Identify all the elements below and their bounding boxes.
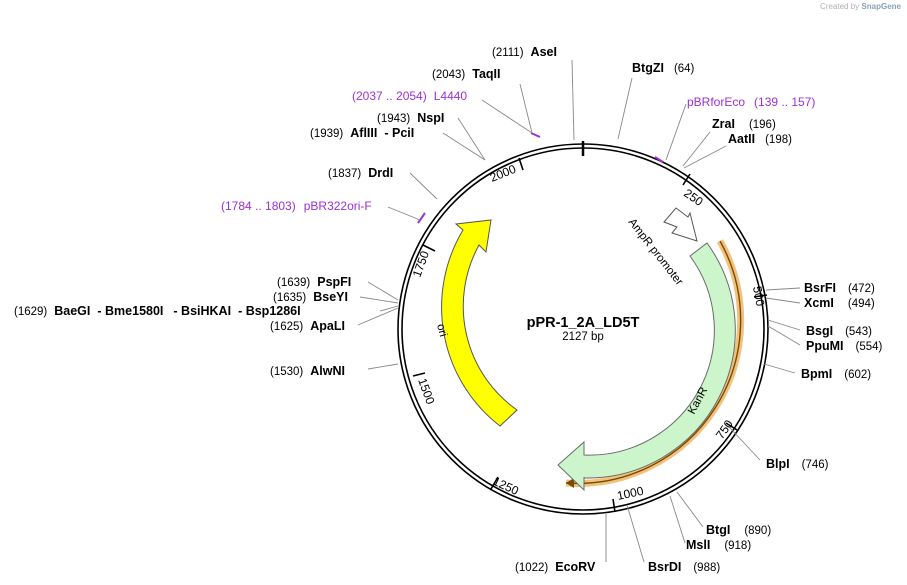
ori-label: ori [434, 323, 449, 338]
ori-arrow [441, 219, 518, 427]
tick-label-1250: 1250 [491, 474, 521, 498]
tick-label-1500: 1500 [415, 376, 437, 406]
snapgene-credit: Created by SnapGene [820, 2, 901, 11]
tick-label-1000: 1000 [616, 484, 645, 503]
site-label-msli: MslI(918) [686, 538, 751, 552]
site-label-bsrfi: BsrFI(472) [804, 281, 875, 295]
kanr-arrow [557, 242, 736, 492]
backbone-ticks [412, 157, 768, 513]
site-label-ppumi: PpuMI(554) [806, 339, 883, 353]
credit-prefix: Created by [820, 2, 860, 11]
site-label-bsrdi: BsrDI(988) [648, 560, 720, 574]
site-label-blpi: BlpI(746) [766, 457, 829, 471]
kanr-highlight-line [565, 240, 742, 485]
site-label-alwni: (1530)AlwNI [270, 364, 345, 378]
primer-label-l4440: (2037 .. 2054)L4440 [352, 89, 467, 103]
site-label-asei: (2111)AseI [492, 45, 557, 59]
primer-label-pbr322ori: (1784 .. 1803)pBR322ori-F [221, 199, 372, 213]
leader-lines [357, 59, 801, 563]
site-label-drdi: (1837)DrdI [328, 166, 393, 180]
tick-label-250: 250 [681, 186, 706, 209]
ampr-promoter-arrow [663, 207, 698, 242]
plasmid-size: 2127 bp [562, 331, 604, 343]
site-label-ecorv: (1022)EcoRV [515, 560, 596, 574]
tick-label-2000: 2000 [488, 162, 518, 185]
credit-brand: SnapGene [861, 2, 901, 11]
site-label-zrai: ZraI(196) [712, 117, 776, 131]
site-label-btgi: BtgI(890) [706, 523, 771, 537]
site-label-btgzi: BtgZI(64) [632, 61, 695, 75]
kanr-highlight-arrowhead [566, 478, 574, 488]
tick-label-1750: 1750 [410, 249, 432, 279]
site-label-nspi: (1943)NspI [377, 111, 444, 125]
tick-label-500: 500 [750, 285, 767, 307]
site-label-bsgi: BsgI(543) [806, 324, 872, 338]
primer-mark-l4440 [530, 132, 541, 138]
site-label-aatii: AatII(198) [728, 132, 792, 146]
primer-mark-pbr322ori [417, 212, 426, 224]
site-label-bpmi: BpmI(602) [801, 367, 871, 381]
primer-label-pbrforeco: pBRforEco(139 .. 157) [687, 95, 815, 109]
site-label-baegi: (1629)BaeGI- Bme1580I- BsiHKAI- Bsp1286I [14, 304, 301, 318]
site-label-xcmi: XcmI(494) [804, 296, 875, 310]
plasmid-name: pPR-1_2A_LD5T [527, 315, 640, 331]
site-label-taqii: (2043)TaqII [432, 67, 501, 81]
site-label-apali: (1625)ApaLI [270, 319, 345, 333]
site-label-afliii: (1939)AflIII- PciI [310, 126, 414, 140]
primer-mark-pbrforeco [654, 156, 664, 163]
site-label-pspfi: (1639)PspFI [277, 275, 351, 289]
site-label-bseyi: (1635)BseYI [273, 290, 348, 304]
